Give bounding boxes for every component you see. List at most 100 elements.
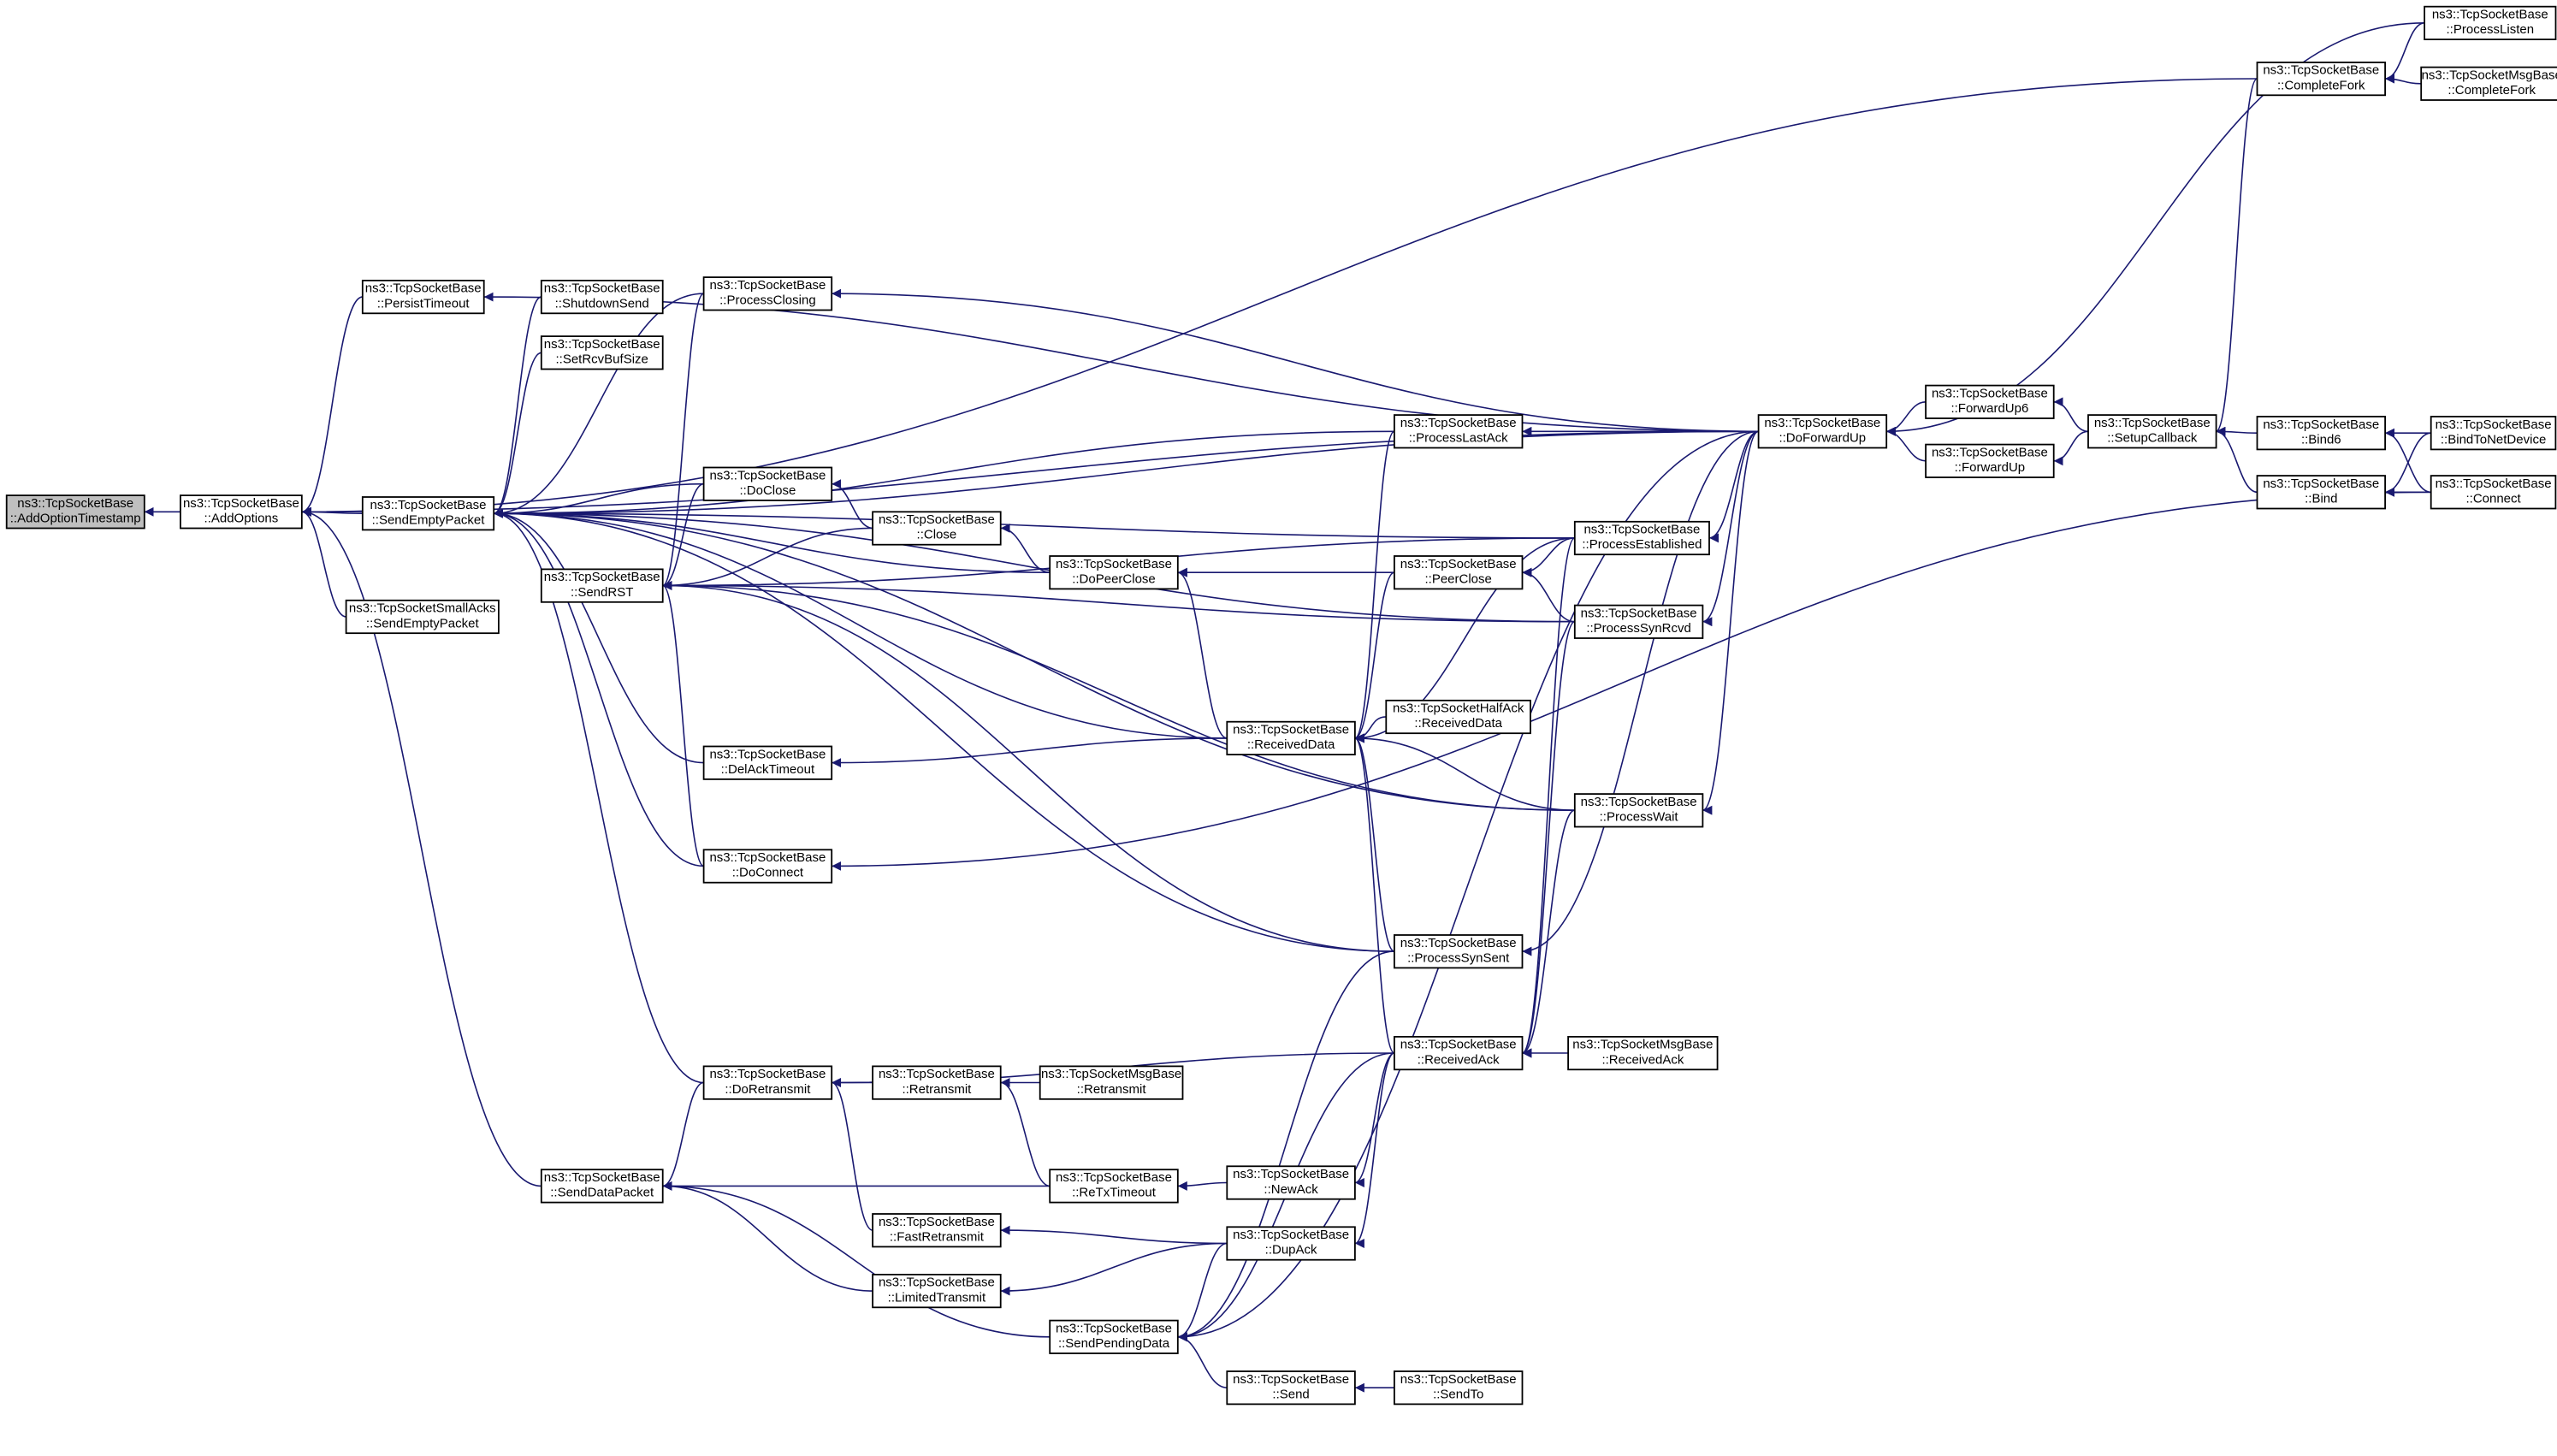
node-box[interactable] — [702, 276, 833, 311]
node-box[interactable] — [1573, 604, 1704, 639]
function-node-processwait[interactable]: ns3::TcpSocketBase::ProcessWait — [1573, 793, 1704, 828]
node-box[interactable] — [1385, 699, 1531, 735]
function-node-peerclose[interactable]: ns3::TcpSocketBase::PeerClose — [1394, 555, 1524, 590]
node-box[interactable] — [361, 496, 495, 531]
node-box[interactable] — [2430, 416, 2557, 451]
node-box[interactable] — [1226, 1165, 1356, 1200]
function-node-dupack[interactable]: ns3::TcpSocketBase::DupAck — [1226, 1226, 1356, 1261]
node-box[interactable] — [1394, 555, 1524, 590]
call-edge — [1354, 733, 1575, 811]
node-box[interactable] — [872, 1274, 1002, 1309]
function-node-addoptiontimestamp[interactable]: ns3::TcpSocketBase::AddOptionTimestamp — [5, 494, 145, 530]
function-node-msg-completefork[interactable]: ns3::TcpSocketMsgBase::CompleteFork — [2420, 66, 2557, 101]
call-edge — [1354, 733, 1395, 952]
node-box[interactable] — [2420, 66, 2557, 101]
node-box[interactable] — [1049, 1319, 1179, 1354]
node-box[interactable] — [702, 1065, 833, 1100]
node-box[interactable] — [702, 466, 833, 501]
function-node-persisttimeout[interactable]: ns3::TcpSocketBase::PersistTimeout — [361, 279, 485, 315]
function-node-newack[interactable]: ns3::TcpSocketBase::NewAck — [1226, 1165, 1356, 1200]
function-node-processlisten[interactable]: ns3::TcpSocketBase::ProcessListen — [2424, 5, 2557, 41]
node-box[interactable] — [540, 335, 664, 370]
function-node-send[interactable]: ns3::TcpSocketBase::Send — [1226, 1370, 1356, 1406]
function-node-processclosing[interactable]: ns3::TcpSocketBase::ProcessClosing — [702, 276, 833, 311]
function-node-doforwardup[interactable]: ns3::TcpSocketBase::DoForwardUp — [1757, 414, 1888, 449]
node-box[interactable] — [1925, 443, 2055, 478]
call-edge — [662, 482, 704, 590]
function-node-msg-retransmit[interactable]: ns3::TcpSocketMsgBase::Retransmit — [1039, 1065, 1184, 1100]
node-method-label: ::Send — [1272, 1388, 1309, 1402]
node-box[interactable] — [2256, 475, 2387, 510]
node-box[interactable] — [361, 279, 485, 315]
node-box[interactable] — [1394, 1036, 1524, 1071]
function-node-dopeerclose[interactable]: ns3::TcpSocketBase::DoPeerClose — [1049, 555, 1179, 590]
function-node-halfack-receiveddata[interactable]: ns3::TcpSocketHalfAck::ReceivedData — [1385, 699, 1531, 735]
node-box[interactable] — [702, 849, 833, 884]
node-box[interactable] — [1925, 384, 2055, 419]
node-box[interactable] — [1039, 1065, 1184, 1100]
node-box[interactable] — [345, 599, 500, 635]
function-node-shutdownsend[interactable]: ns3::TcpSocketBase::ShutdownSend — [540, 279, 664, 315]
function-node-doretransmit[interactable]: ns3::TcpSocketBase::DoRetransmit — [702, 1065, 833, 1100]
call-edge — [1177, 567, 1228, 739]
function-node-delacktimeout[interactable]: ns3::TcpSocketBase::DelAckTimeout — [702, 745, 833, 780]
node-box[interactable] — [1757, 414, 1888, 449]
function-node-retransmit[interactable]: ns3::TcpSocketBase::Retransmit — [872, 1065, 1002, 1100]
function-node-fastretransmit[interactable]: ns3::TcpSocketBase::FastRetransmit — [872, 1213, 1002, 1248]
node-box[interactable] — [540, 568, 664, 603]
function-node-sendto[interactable]: ns3::TcpSocketBase::SendTo — [1394, 1370, 1524, 1406]
node-box[interactable] — [1226, 1226, 1356, 1261]
function-node-sendpendingdata[interactable]: ns3::TcpSocketBase::SendPendingData — [1049, 1319, 1179, 1354]
function-node-setrcvbufsize[interactable]: ns3::TcpSocketBase::SetRcvBufSize — [540, 335, 664, 370]
function-node-connect[interactable]: ns3::TcpSocketBase::Connect — [2430, 475, 2557, 510]
node-box[interactable] — [2256, 62, 2387, 97]
function-node-sendemptypacket[interactable]: ns3::TcpSocketBase::SendEmptyPacket — [361, 496, 495, 531]
function-node-doclose[interactable]: ns3::TcpSocketBase::DoClose — [702, 466, 833, 501]
function-node-processestablished[interactable]: ns3::TcpSocketBase::ProcessEstablished — [1573, 520, 1710, 556]
node-box[interactable] — [1573, 520, 1710, 556]
node-box[interactable] — [1394, 1370, 1524, 1406]
function-node-completefork[interactable]: ns3::TcpSocketBase::CompleteFork — [2256, 62, 2387, 97]
node-box[interactable] — [540, 1169, 664, 1204]
node-box[interactable] — [1049, 555, 1179, 590]
function-node-msg-receivedack[interactable]: ns3::TcpSocketMsgBase::ReceivedAck — [1567, 1036, 1719, 1071]
node-box[interactable] — [1226, 1370, 1356, 1406]
function-node-bindtonetdevice[interactable]: ns3::TcpSocketBase::BindToNetDevice — [2430, 416, 2557, 451]
function-node-receivedack[interactable]: ns3::TcpSocketBase::ReceivedAck — [1394, 1036, 1524, 1071]
node-box[interactable] — [179, 494, 303, 530]
function-node-processsynrcvd[interactable]: ns3::TcpSocketBase::ProcessSynRcvd — [1573, 604, 1704, 639]
function-node-close[interactable]: ns3::TcpSocketBase::Close — [872, 511, 1002, 546]
function-node-setupcallback[interactable]: ns3::TcpSocketBase::SetupCallback — [2087, 414, 2217, 449]
node-box[interactable] — [2087, 414, 2217, 449]
function-node-processlastack[interactable]: ns3::TcpSocketBase::ProcessLastAck — [1394, 414, 1524, 449]
function-node-doconnect[interactable]: ns3::TcpSocketBase::DoConnect — [702, 849, 833, 884]
function-node-retxtimeout[interactable]: ns3::TcpSocketBase::ReTxTimeout — [1049, 1169, 1179, 1204]
node-box[interactable] — [872, 511, 1002, 546]
node-box[interactable] — [2430, 475, 2557, 510]
node-box[interactable] — [702, 745, 833, 780]
node-box[interactable] — [1394, 934, 1524, 969]
function-node-sendrst[interactable]: ns3::TcpSocketBase::SendRST — [540, 568, 664, 603]
function-node-processsynsent[interactable]: ns3::TcpSocketBase::ProcessSynSent — [1394, 934, 1524, 969]
function-node-receiveddata[interactable]: ns3::TcpSocketBase::ReceivedData — [1226, 720, 1356, 756]
node-box[interactable] — [2424, 5, 2557, 41]
node-box[interactable] — [1226, 720, 1356, 756]
node-box[interactable] — [5, 494, 145, 530]
node-box[interactable] — [1049, 1169, 1179, 1204]
function-node-bind[interactable]: ns3::TcpSocketBase::Bind — [2256, 475, 2387, 510]
function-node-senddatapacket[interactable]: ns3::TcpSocketBase::SendDataPacket — [540, 1169, 664, 1204]
function-node-bind6[interactable]: ns3::TcpSocketBase::Bind6 — [2256, 416, 2387, 451]
node-box[interactable] — [1567, 1036, 1719, 1071]
function-node-smallacks-sendemptypacket[interactable]: ns3::TcpSocketSmallAcks::SendEmptyPacket — [345, 599, 500, 635]
node-box[interactable] — [872, 1065, 1002, 1100]
node-box[interactable] — [1573, 793, 1704, 828]
node-box[interactable] — [540, 279, 664, 315]
function-node-forwardup6[interactable]: ns3::TcpSocketBase::ForwardUp6 — [1925, 384, 2055, 419]
node-box[interactable] — [2256, 416, 2387, 451]
node-box[interactable] — [1394, 414, 1524, 449]
function-node-limitedtransmit[interactable]: ns3::TcpSocketBase::LimitedTransmit — [872, 1274, 1002, 1309]
function-node-forwardup[interactable]: ns3::TcpSocketBase::ForwardUp — [1925, 443, 2055, 478]
node-class-label: ns3::TcpSocketBase — [1400, 1372, 1517, 1387]
node-box[interactable] — [872, 1213, 1002, 1248]
function-node-addoptions[interactable]: ns3::TcpSocketBase::AddOptions — [179, 494, 303, 530]
